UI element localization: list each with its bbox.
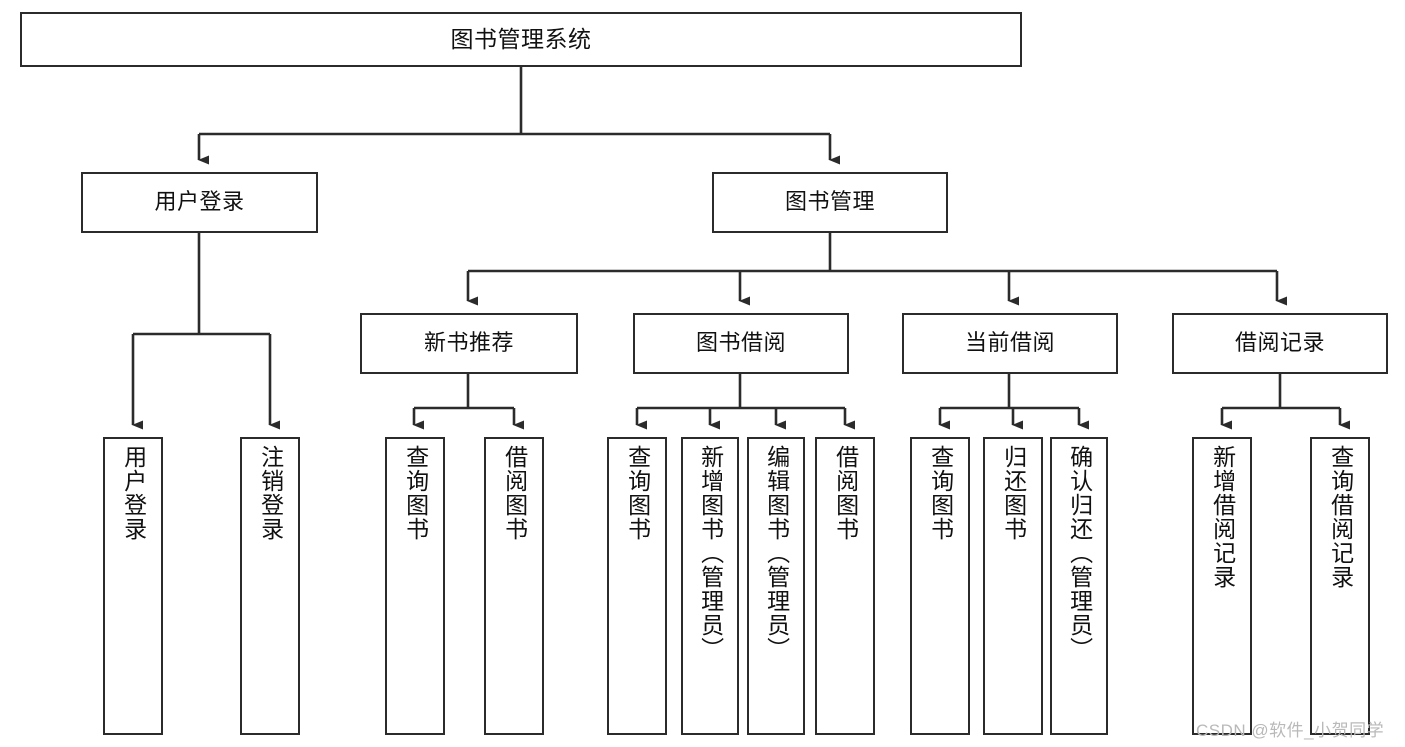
- node-borrow-record-label: 借阅记录: [1234, 330, 1325, 356]
- node-leaf-query-borrow-record[interactable]: 查询借阅记录: [1310, 437, 1370, 735]
- node-book-manage[interactable]: 图书管理: [712, 172, 948, 233]
- node-new-book-recommend[interactable]: 新书推荐: [360, 313, 578, 374]
- node-root-label: 图书管理系统: [450, 25, 592, 52]
- node-leaf-query-book-current-label: 查询图书: [927, 445, 954, 541]
- node-leaf-query-book-rec-label: 查询图书: [402, 445, 429, 541]
- node-leaf-edit-book-admin[interactable]: 编辑图书（管理员）: [747, 437, 805, 735]
- node-root[interactable]: 图书管理系统: [20, 12, 1022, 67]
- node-leaf-confirm-return-admin-label: 确认归还（管理员）: [1066, 445, 1093, 661]
- node-leaf-borrow-book-rec[interactable]: 借阅图书: [484, 437, 544, 735]
- node-leaf-borrow-book-rec-label: 借阅图书: [501, 445, 528, 541]
- node-leaf-add-book-admin[interactable]: 新增图书（管理员）: [681, 437, 739, 735]
- node-leaf-query-borrow-record-label: 查询借阅记录: [1327, 445, 1354, 589]
- node-leaf-query-book-rec[interactable]: 查询图书: [385, 437, 445, 735]
- node-leaf-add-borrow-record[interactable]: 新增借阅记录: [1192, 437, 1252, 735]
- node-book-borrow[interactable]: 图书借阅: [633, 313, 849, 374]
- node-leaf-borrow-book-label: 借阅图书: [832, 445, 859, 541]
- node-leaf-user-logout-label: 注销登录: [257, 445, 284, 541]
- node-current-borrow[interactable]: 当前借阅: [902, 313, 1118, 374]
- node-new-book-recommend-label: 新书推荐: [423, 330, 514, 356]
- node-book-borrow-label: 图书借阅: [695, 330, 786, 356]
- node-leaf-return-book-label: 归还图书: [1000, 445, 1027, 541]
- node-leaf-user-login-label: 用户登录: [120, 445, 147, 541]
- node-leaf-add-book-admin-label: 新增图书（管理员）: [697, 445, 724, 661]
- node-book-manage-label: 图书管理: [784, 189, 875, 215]
- node-user-login[interactable]: 用户登录: [81, 172, 318, 233]
- node-current-borrow-label: 当前借阅: [964, 330, 1055, 356]
- node-leaf-user-login[interactable]: 用户登录: [103, 437, 163, 735]
- node-leaf-borrow-book[interactable]: 借阅图书: [815, 437, 875, 735]
- node-leaf-add-borrow-record-label: 新增借阅记录: [1209, 445, 1236, 589]
- node-leaf-return-book[interactable]: 归还图书: [983, 437, 1043, 735]
- node-user-login-label: 用户登录: [154, 189, 245, 215]
- node-leaf-query-book-borrow[interactable]: 查询图书: [607, 437, 667, 735]
- node-leaf-edit-book-admin-label: 编辑图书（管理员）: [763, 445, 790, 661]
- node-borrow-record[interactable]: 借阅记录: [1172, 313, 1388, 374]
- node-leaf-confirm-return-admin[interactable]: 确认归还（管理员）: [1050, 437, 1108, 735]
- csdn-watermark: CSDN @软件_小贺同学: [1196, 721, 1385, 740]
- node-leaf-user-logout[interactable]: 注销登录: [240, 437, 300, 735]
- node-leaf-query-book-borrow-label: 查询图书: [624, 445, 651, 541]
- node-leaf-query-book-current[interactable]: 查询图书: [910, 437, 970, 735]
